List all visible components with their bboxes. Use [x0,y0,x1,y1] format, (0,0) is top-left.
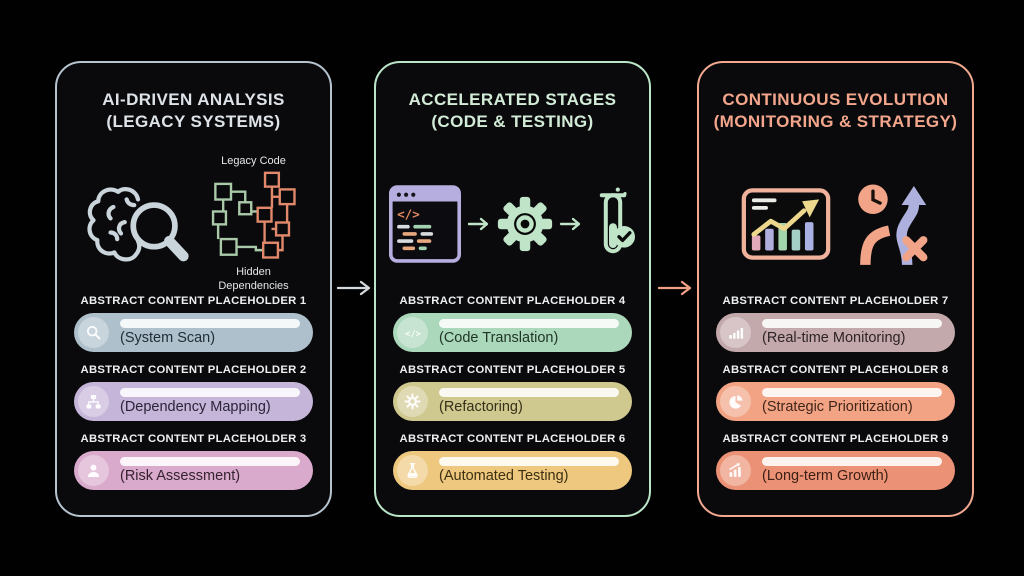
growth-chart-icon [720,455,751,486]
placeholder-item-4: ABSTRACT CONTENT PLACEHOLDER 4 </> (Code… [393,295,632,364]
placeholder-bar [120,318,300,328]
placeholder-bar [439,318,619,328]
pill-text: (Automated Testing) [439,467,569,484]
svg-text:</>: </> [405,329,421,339]
panel-title-line2: (CODE & TESTING) [431,112,594,132]
person-icon [78,455,109,486]
clock-strategy-paths-icon [857,184,927,265]
pill-text: (Refactoring) [439,398,523,415]
pill-long-term-growth: (Long-term Growth) [716,451,955,490]
pill-automated-testing: (Automated Testing) [393,451,632,490]
placeholder-bar [762,318,942,328]
signal-bars-icon [720,317,751,348]
evolution-icons [699,155,972,293]
placeholder-item-1: ABSTRACT CONTENT PLACEHOLDER 1 (System S… [74,295,313,364]
gear-icon [497,196,552,252]
pill-text: (Dependency Mapping) [120,398,271,415]
pill-text: (System Scan) [120,329,216,346]
pill-text: (Risk Assessment) [120,467,241,484]
brain-magnifier-icon [86,187,189,262]
flask-icon [397,455,428,486]
item-label: ABSTRACT CONTENT PLACEHOLDER 5 [399,364,626,376]
panel-title: ACCELERATED STAGES (CODE & TESTING) [384,89,641,134]
panel-title-line2: (LEGACY SYSTEMS) [106,112,281,132]
placeholder-bar [120,456,300,466]
placeholder-bar [762,456,942,466]
test-tube-check-icon [599,187,635,254]
item-label: ABSTRACT CONTENT PLACEHOLDER 1 [80,295,307,307]
placeholder-item-3: ABSTRACT CONTENT PLACEHOLDER 3 (Risk Ass… [74,433,313,502]
dashboard-chart-icon [741,188,830,260]
panel-continuous-evolution: CONTINUOUS EVOLUTION (MONITORING & STRAT… [697,61,974,517]
placeholder-item-5: ABSTRACT CONTENT PLACEHOLDER 5 [393,364,632,433]
hidden-dependencies-caption: Hidden Dependencies [218,266,289,292]
placeholder-item-6: ABSTRACT CONTENT PLACEHOLDER 6 (Automate… [393,433,632,502]
placeholder-bar [120,387,300,397]
item-label: ABSTRACT CONTENT PLACEHOLDER 7 [722,295,949,307]
pill-real-time-monitoring: (Real-time Monitoring) [716,313,955,352]
legacy-code-network-icon [211,172,296,260]
pipeline-icons: </> [376,155,649,293]
placeholder-bar [439,456,619,466]
item-label: ABSTRACT CONTENT PLACEHOLDER 9 [722,433,949,445]
pill-system-scan: (System Scan) [74,313,313,352]
pill-text: (Long-term Growth) [762,467,889,484]
placeholder-item-7: ABSTRACT CONTENT PLACEHOLDER 7 [716,295,955,364]
pill-text: (Code Translation) [439,329,559,346]
panel-title-line1: CONTINUOUS EVOLUTION [722,90,949,109]
placeholder-bar [762,387,942,397]
arrow-right-icon [467,217,488,231]
panel-title-line2: (MONITORING & STRATEGY) [713,112,958,132]
arrow-stages-to-evolution-icon [657,279,695,297]
gear-icon [397,386,428,417]
panel-title-line1: AI-DRIVEN ANALYSIS [102,90,285,109]
panel-accelerated-stages: ACCELERATED STAGES (CODE & TESTING) </> [374,61,651,517]
analysis-icons: Legacy Code [57,155,330,293]
item-label: ABSTRACT CONTENT PLACEHOLDER 6 [399,433,626,445]
pill-text: (Real-time Monitoring) [762,329,906,346]
placeholder-item-9: ABSTRACT CONTENT PLACEHOLDER 9 [716,433,955,502]
panel-ai-driven-analysis: AI-DRIVEN ANALYSIS (LEGACY SYSTEMS) Lega… [55,61,332,517]
magnifier-icon [78,317,109,348]
legacy-code-caption: Legacy Code [221,155,286,168]
code-icon: </> [397,317,428,348]
pie-chart-icon [720,386,751,417]
pill-refactoring: (Refactoring) [393,382,632,421]
arrow-analysis-to-stages-icon [336,279,374,297]
legacy-code-block: Legacy Code [205,155,303,293]
arrow-right-icon [559,217,580,231]
pill-strategic-prioritization: (Strategic Prioritization) [716,382,955,421]
sitemap-icon [78,386,109,417]
item-label: ABSTRACT CONTENT PLACEHOLDER 4 [399,295,626,307]
pill-dependency-mapping: (Dependency Mapping) [74,382,313,421]
pill-risk-assessment: (Risk Assessment) [74,451,313,490]
placeholder-bar [439,387,619,397]
placeholder-item-8: ABSTRACT CONTENT PLACEHOLDER 8 (Strategi… [716,364,955,433]
item-label: ABSTRACT CONTENT PLACEHOLDER 8 [722,364,949,376]
placeholder-item-2: ABSTRACT CONTENT PLACEHOLDER 2 [74,364,313,433]
item-label: ABSTRACT CONTENT PLACEHOLDER 2 [80,364,307,376]
item-label: ABSTRACT CONTENT PLACEHOLDER 3 [80,433,307,445]
pill-text: (Strategic Prioritization) [762,398,913,415]
panel-title: CONTINUOUS EVOLUTION (MONITORING & STRAT… [707,89,964,134]
svg-text:</>: </> [397,207,420,222]
code-window-icon: </> [388,185,461,263]
pill-code-translation: </> (Code Translation) [393,313,632,352]
panel-title: AI-DRIVEN ANALYSIS (LEGACY SYSTEMS) [65,89,322,134]
panel-title-line1: ACCELERATED STAGES [408,90,617,109]
